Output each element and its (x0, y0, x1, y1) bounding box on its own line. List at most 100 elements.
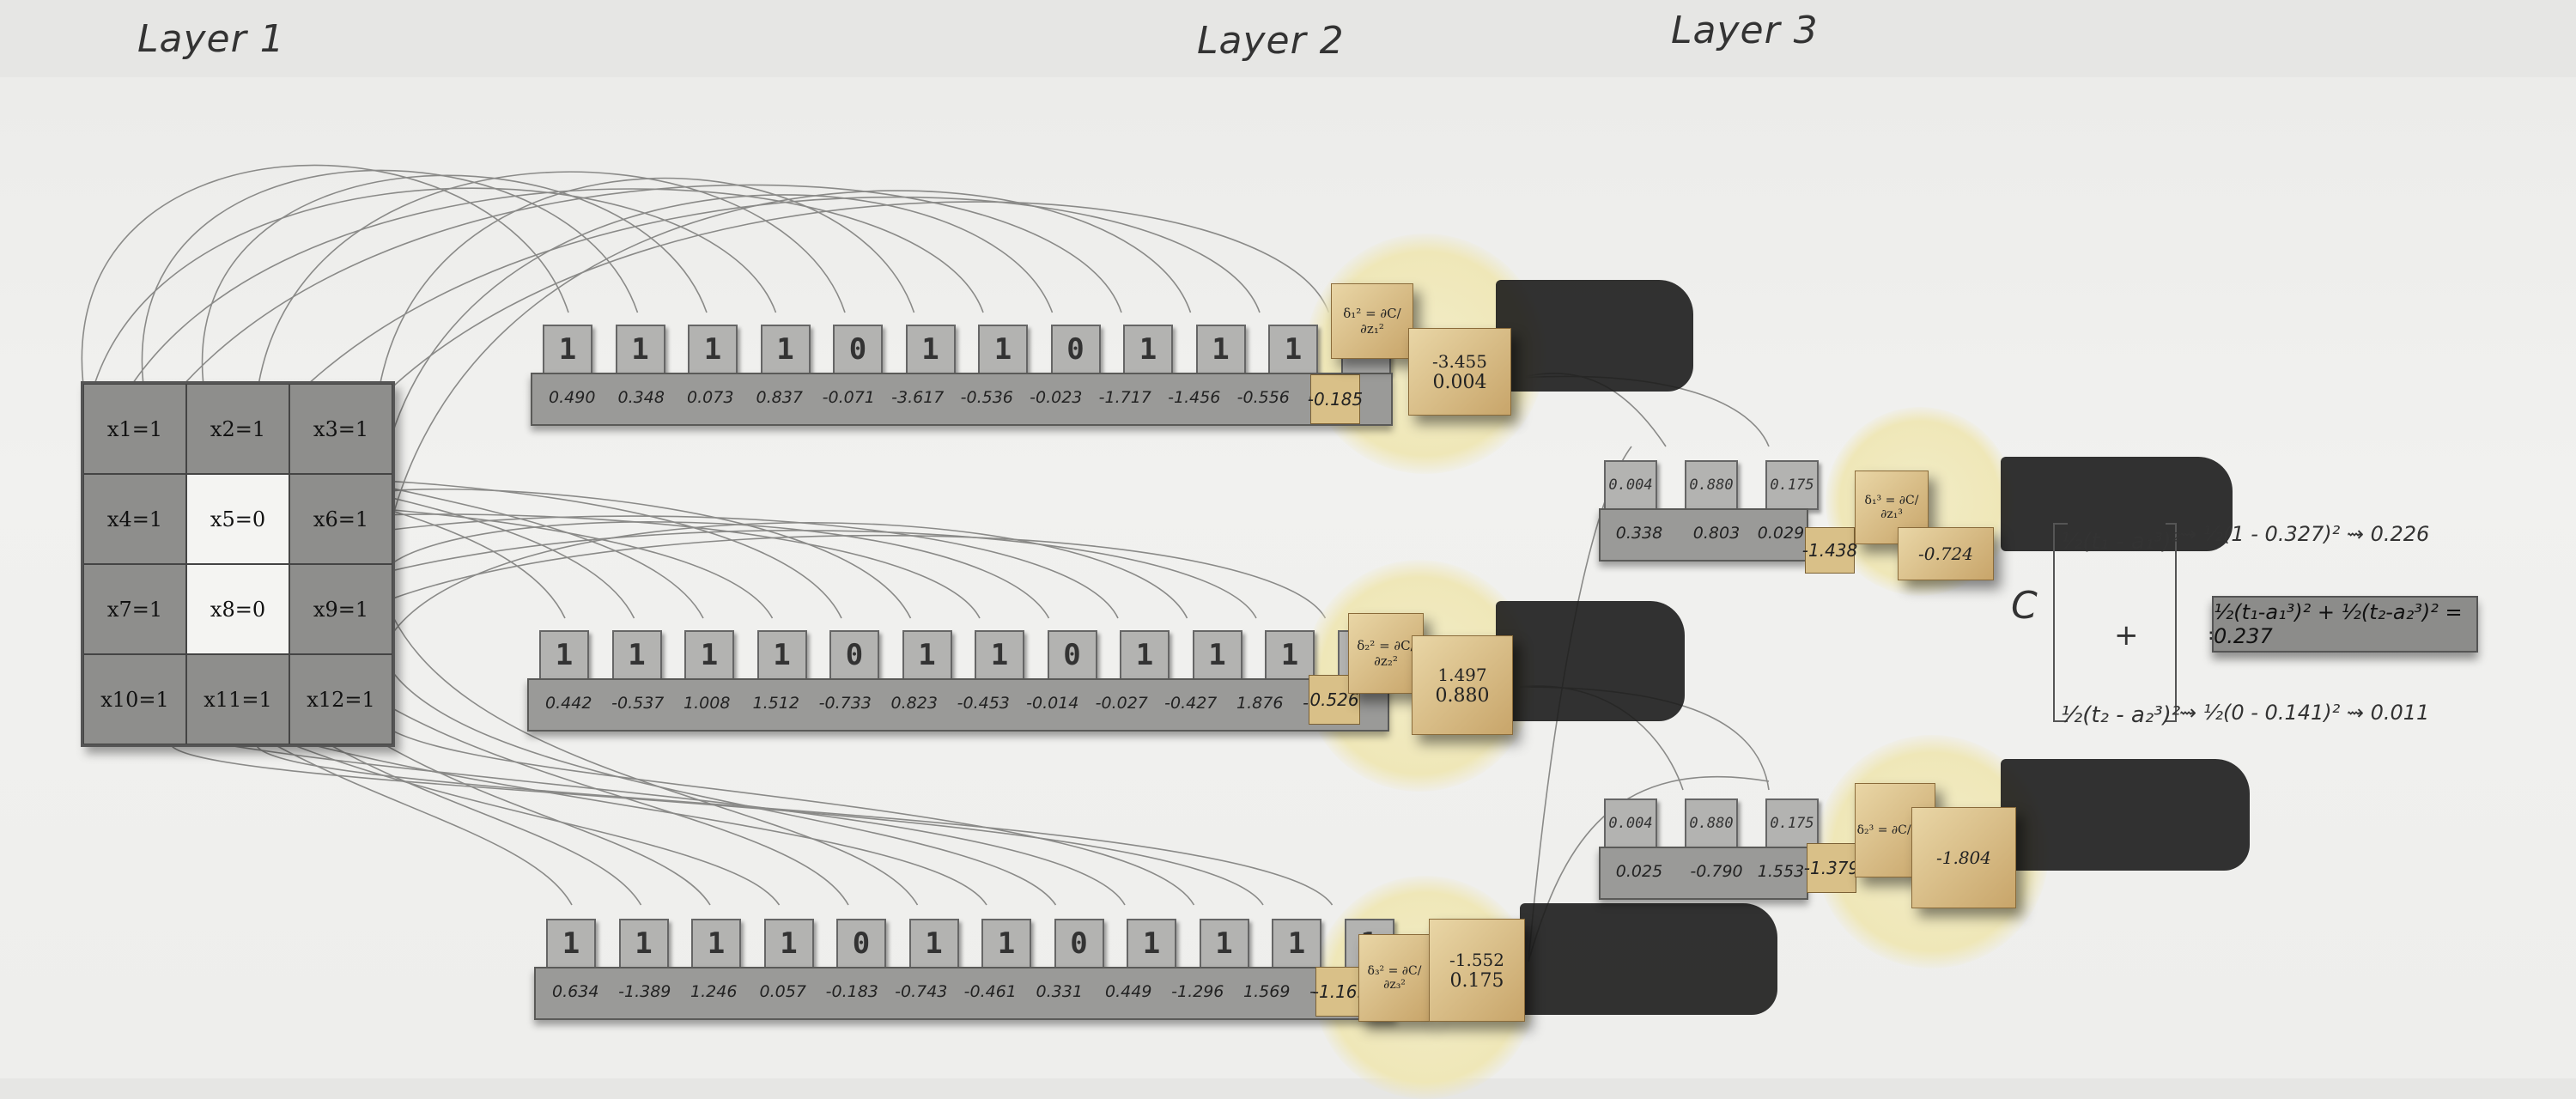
wire-arc (253, 171, 846, 482)
input-bit: 0 (1054, 919, 1104, 968)
input-value: 0.004 (1604, 798, 1657, 848)
delta-block: δ₁³ = ∂C/∂z₁³ (1855, 471, 1929, 544)
input-bit: 1 (684, 630, 734, 680)
z-block: -0.724 (1898, 527, 1994, 580)
input-bit: 1 (1120, 630, 1170, 680)
wire-arc (141, 169, 639, 404)
input-bit: 1 (1123, 325, 1173, 374)
weight-value: -0.427 (1164, 694, 1218, 713)
activation-block: -3.455 0.004 (1408, 328, 1511, 416)
grid-cell: x11=1 (186, 654, 289, 744)
weight-value: 1.876 (1236, 694, 1284, 713)
weight-stick (527, 678, 1389, 732)
bias-block: 0.526 (1309, 675, 1360, 725)
input-bit: 0 (1047, 630, 1097, 680)
activation-block: -1.552 0.175 (1429, 919, 1525, 1022)
block-shadow (1520, 903, 1777, 1015)
grid-cell: x2=1 (186, 384, 289, 474)
weight-value: 1.246 (690, 982, 738, 1001)
input-bit: 1 (1199, 919, 1249, 968)
weight-value: -0.023 (1030, 388, 1083, 407)
weight-value: -1.717 (1098, 388, 1151, 407)
input-bit: 0 (1050, 325, 1101, 374)
input-bit: 1 (691, 919, 741, 968)
input-bit: 1 (908, 919, 959, 968)
weight-stick (531, 373, 1393, 426)
weight-values: 0.025 -0.790 1.553 (1601, 862, 1807, 881)
delta-block: δ₃² = ∂C/∂z₃² (1358, 934, 1431, 1022)
z-value: -3.455 (1431, 350, 1487, 372)
wire-arc (374, 190, 1192, 705)
weight-value: 0.442 (545, 694, 592, 713)
layer1-title: Layer 1 (137, 17, 285, 61)
input-value: 0.880 (1685, 460, 1738, 510)
weight-value: -1.296 (1171, 982, 1224, 1001)
weight-value: -0.556 (1236, 388, 1290, 407)
cost-label: C (2011, 584, 2038, 628)
input-bit: 0 (829, 630, 879, 680)
block-shadow (1496, 280, 1693, 392)
weight-value: 0.634 (552, 982, 599, 1001)
weight-value: -0.537 (611, 694, 665, 713)
cost-plus: + (2114, 618, 2139, 653)
cost-term-1-evaluation: ⇝ ½(1 - 0.327)² ⇝ 0.226 (2179, 522, 2430, 546)
weight-value: 0.057 (759, 982, 806, 1001)
weight-value: 0.823 (890, 694, 938, 713)
weight-value: 0.348 (617, 388, 665, 407)
activation-value: 0.880 (1435, 684, 1490, 707)
weight-values: 0.634 -1.389 1.246 0.057 -0.183 -0.743 -… (541, 982, 1370, 1001)
input-bit: 1 (1272, 919, 1321, 968)
input-bit: 0 (836, 919, 886, 968)
grid-cell: x6=1 (289, 474, 392, 564)
wire-arc (255, 738, 1334, 906)
input-values: 0.004 0.880 0.175 (1604, 460, 1846, 510)
layer2-title: Layer 2 (1197, 19, 1345, 63)
paper-background (0, 77, 2576, 1078)
weight-stick (534, 967, 1396, 1020)
input-grid: x1=1 x2=1 x3=1 x4=1 x5=0 x6=1 x7=1 x8=0 … (81, 381, 395, 747)
weight-value: -0.014 (1026, 694, 1079, 713)
input-bit: 1 (978, 325, 1028, 374)
weight-value: 0.073 (687, 388, 734, 407)
wire-arc (81, 164, 569, 404)
grid-cell: x4=1 (83, 474, 186, 564)
cost-total-bar: ½(t₁-a₁³)² + ½(t₂-a₂³)² = 0.237 (2212, 596, 2478, 653)
weight-value: -0.536 (960, 388, 1013, 407)
input-value: 0.880 (1685, 798, 1738, 848)
grid-cell: x5=0 (186, 474, 289, 564)
weight-values: 0.442 -0.537 1.008 1.512 -0.733 0.823 -0… (534, 694, 1364, 713)
block-shadow (2001, 759, 2250, 871)
input-value: 0.175 (1765, 798, 1819, 848)
weight-value: -0.790 (1690, 862, 1743, 881)
grid-cell: x8=0 (186, 564, 289, 654)
input-value: 0.175 (1765, 460, 1819, 510)
weight-value: -0.453 (957, 694, 1010, 713)
weight-value: 1.512 (752, 694, 799, 713)
bias-block: -0.185 (1308, 374, 1363, 424)
weight-value: 1.008 (683, 694, 731, 713)
layer3-title: Layer 3 (1671, 9, 1819, 52)
z-value: 1.497 (1437, 664, 1487, 685)
weight-value: -0.183 (825, 982, 878, 1001)
block-shadow (1496, 601, 1685, 721)
input-bit: 1 (1268, 325, 1318, 374)
weight-value: 0.490 (549, 388, 596, 407)
cost-term-1: ½(t₁ - a₁³)² (2061, 529, 2181, 555)
wire-arc (201, 174, 708, 404)
weight-value: -3.617 (891, 388, 945, 407)
input-bit: 1 (546, 919, 596, 968)
input-bits: 1 1 1 1 0 1 1 0 1 1 1 1 (546, 919, 1417, 968)
wire-arc (374, 177, 915, 499)
weight-value: 0.803 (1692, 524, 1741, 543)
cost-term-2: ½(t₂ - a₂³)² (2061, 702, 2181, 728)
weight-value: 1.569 (1243, 982, 1291, 1001)
block-shadow (2001, 457, 2233, 551)
cost-term-2-evaluation: ⇝ ½(0 - 0.141)² ⇝ 0.011 (2179, 701, 2430, 725)
input-bit: 1 (763, 919, 814, 968)
weight-stick (1599, 847, 1808, 900)
weight-value: -0.461 (963, 982, 1017, 1001)
activation-value: 0.175 (1449, 969, 1504, 992)
grid-cell: x10=1 (83, 654, 186, 744)
weight-value: 0.029 (1757, 524, 1805, 543)
